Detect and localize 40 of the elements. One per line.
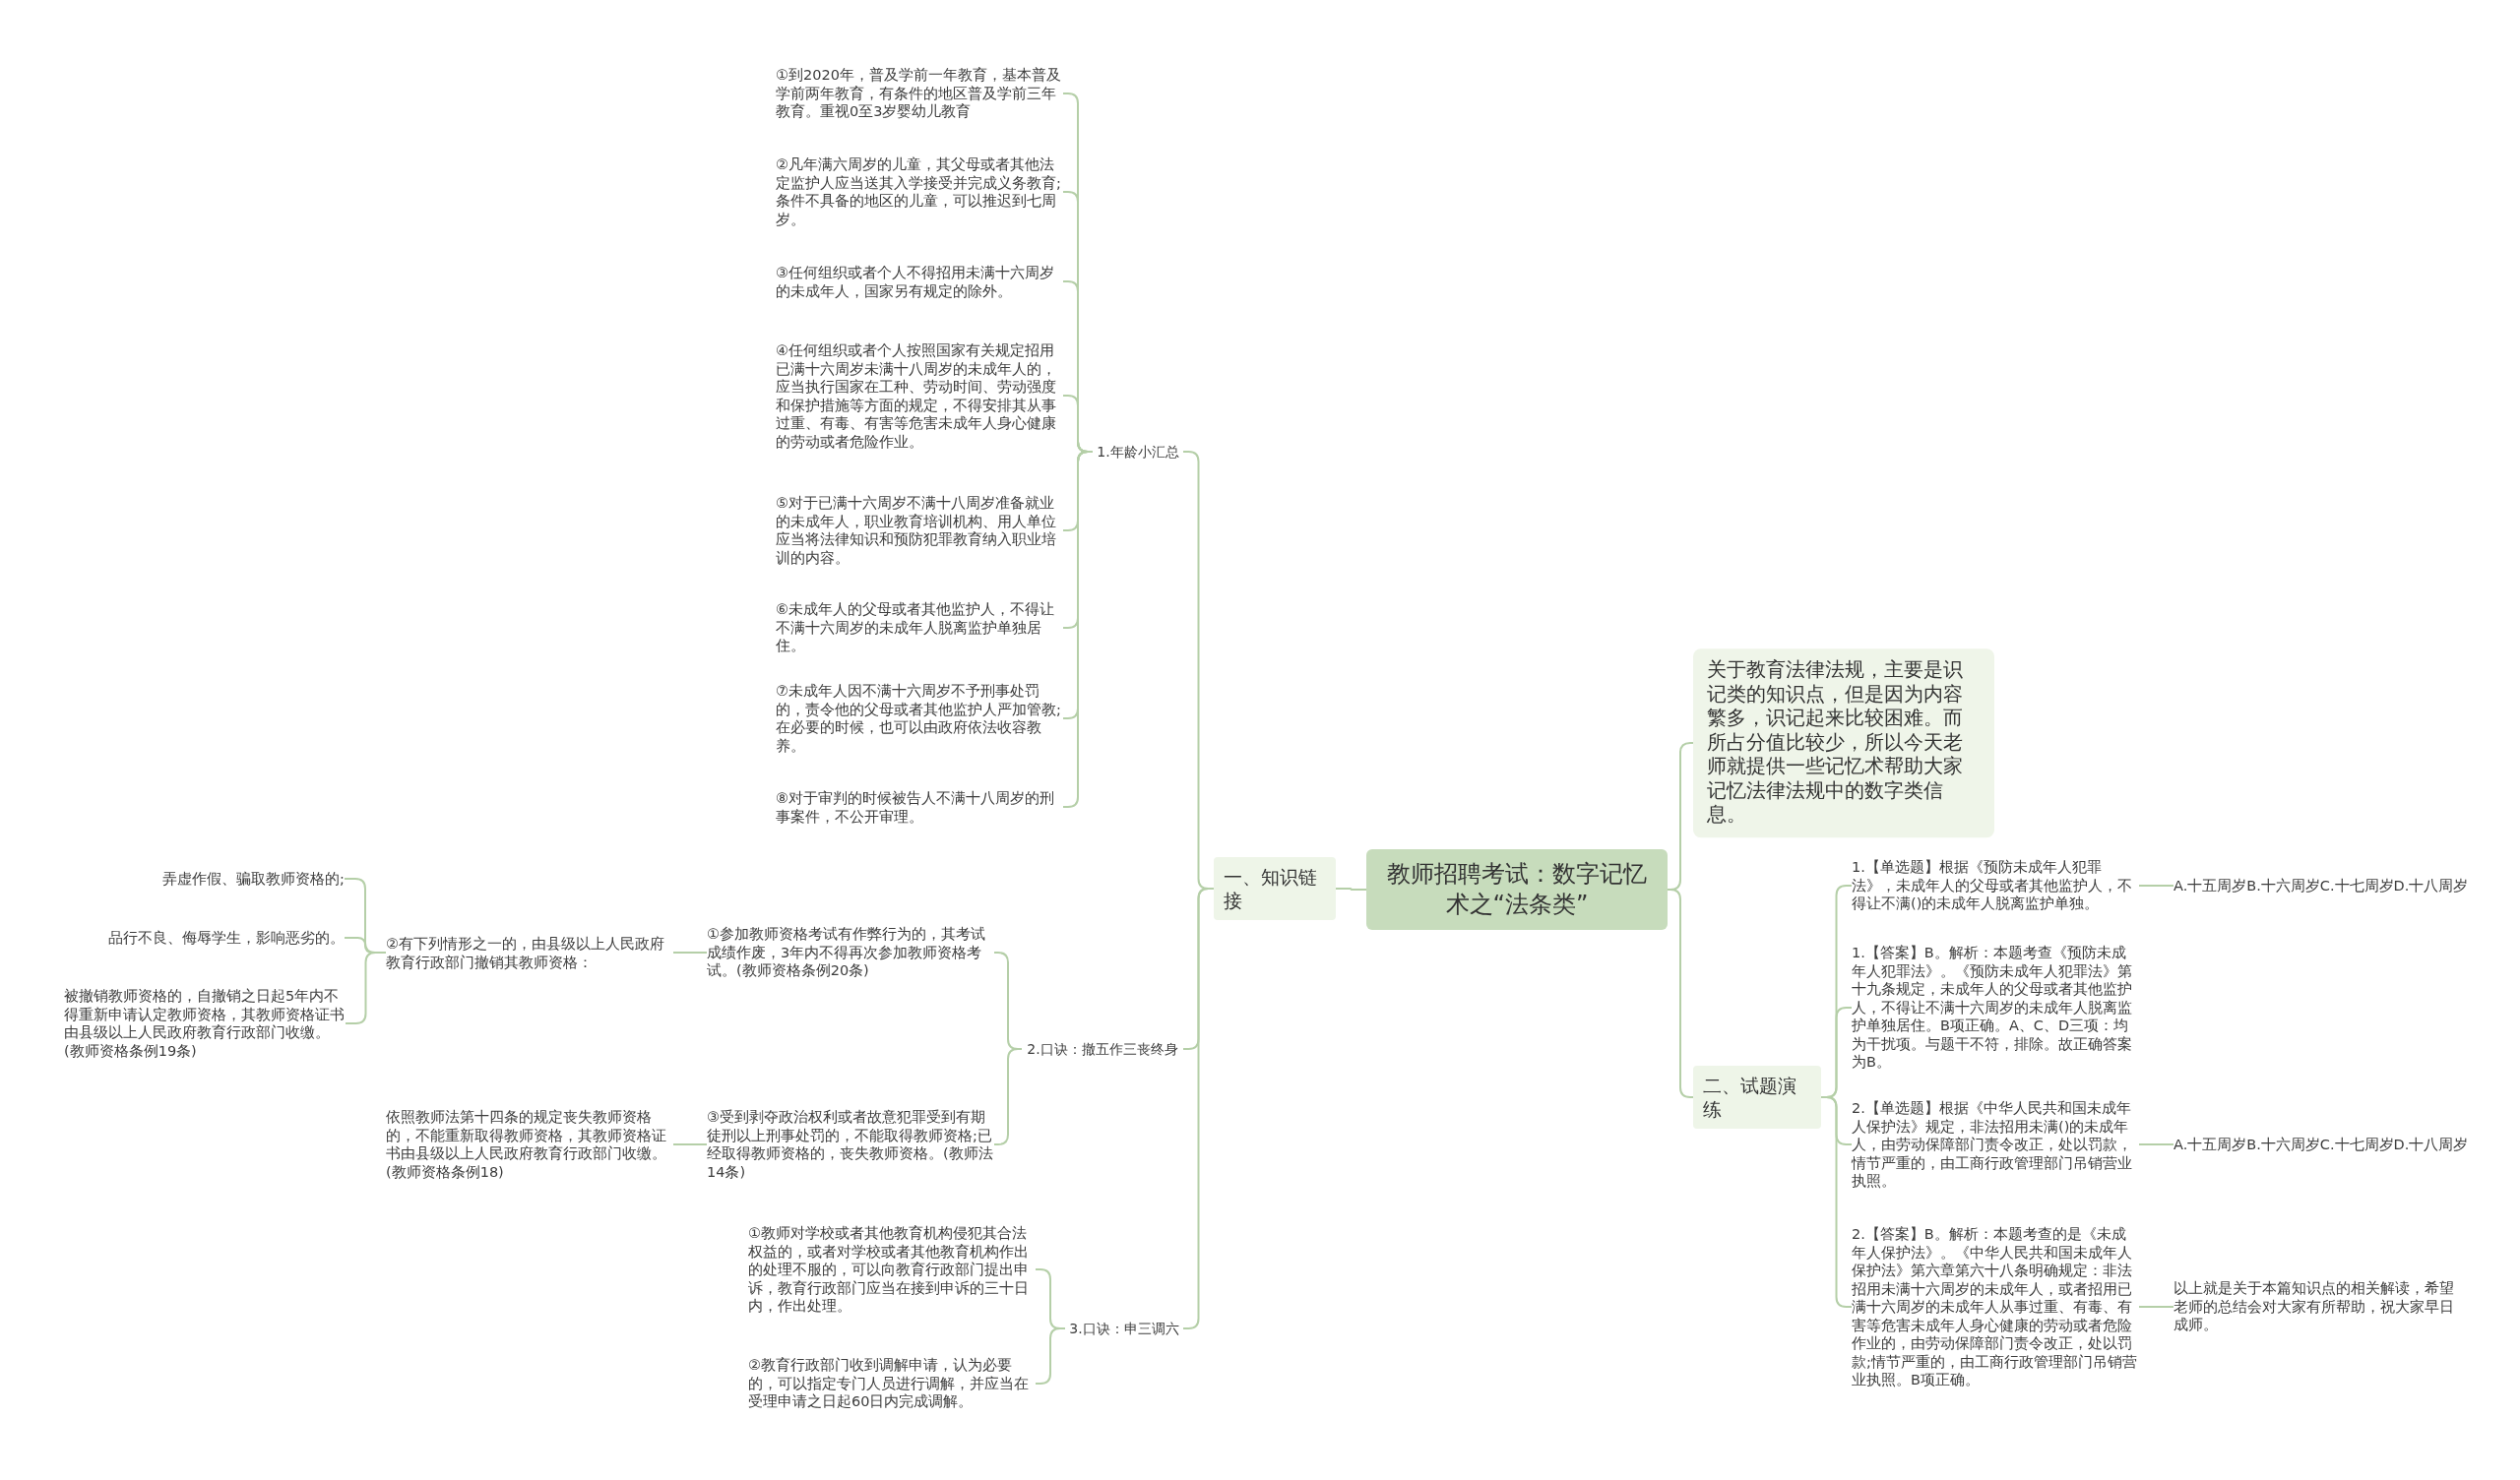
note-text: 被撤销教师资格的，自撤销之日起5年内不得重新申请认定教师资格，其教师资格证书由县级以上人民政府教育行政部门收缴。(教师资格条例19条) xyxy=(64,987,346,1060)
connector-line xyxy=(993,1048,1023,1145)
connector-line xyxy=(1035,1327,1066,1385)
note-text: 依照教师法第十四条的规定丧失教师资格的，不能重新取得教师资格，其教师资格证书由县级以上人民政府教育行政部门收缴。(教师资格条例18) xyxy=(386,1108,673,1181)
note-text: ⑧对于审判的时候被告人不满十八周岁的刑事案件，不公开审理。 xyxy=(776,788,1063,826)
note-text: 2.【单选题】根据《中华人民共和国未成年人保护法》规定，非法招用未满()的未成年人，由劳动保障部门责令改正，处以罚款，情节严重的，由工商行政管理部门吊销营业执照。 xyxy=(1852,1098,2139,1191)
subtopic-label: 2.口诀：撤五作三丧终身 xyxy=(1022,1040,1183,1058)
note-text: 弄虚作假、骗取教师资格的; xyxy=(138,869,345,889)
connector-line xyxy=(2138,885,2174,887)
connector-line xyxy=(1820,1096,1853,1308)
note-text: ⑦未成年人因不满十六周岁不予刑事处罚的，责令他的父母或者其他监护人严加管教;在必要的时候，也可以由政府依法收容教养。 xyxy=(776,682,1063,755)
branch-box: 一、知识链接 xyxy=(1214,857,1336,920)
note-text: 品行不良、侮辱学生，影响恶劣的。 xyxy=(108,928,345,948)
note-text: ②凡年满六周岁的儿童，其父母或者其他法定监护人应当送其入学接受并完成义务教育;条件不具备的地区的儿童，可以推迟到七周岁。 xyxy=(776,155,1063,228)
intro-box: 关于教育法律法规，主要是识记类的知识点，但是因为内容繁多，识记起来比较困难。而所占分值比较少，所以今天老师就提供一些记忆术帮助大家记忆法律法规中的数字类信息。 xyxy=(1693,648,1994,837)
note-text: ①参加教师资格考试有作弊行为的，其考试成绩作废，3年内不得再次参加教师资格考试。(教师资格条例20条) xyxy=(707,925,994,980)
connector-line xyxy=(672,952,708,954)
options-text: A.十五周岁B.十六周岁C.十七周岁D.十八周岁 xyxy=(2174,876,2469,895)
branch-box: 二、试题演练 xyxy=(1693,1066,1821,1129)
connector-line xyxy=(1335,888,1367,891)
connector-line xyxy=(2138,1306,2174,1308)
connector-line xyxy=(2138,1143,2174,1145)
subtopic-label: 3.口诀：申三调六 xyxy=(1065,1320,1183,1337)
note-text: ①到2020年，普及学前一年教育，基本普及学前两年教育，有条件的地区普及学前三年教育。重视0至3岁婴幼儿教育 xyxy=(776,66,1063,121)
note-text: ③任何组织或者个人不得招用未满十六周岁的未成年人，国家另有规定的除外。 xyxy=(776,263,1063,300)
note-text: 以上就是关于本篇知识点的相关解读，希望老师的总结会对大家有所帮助，祝大家早日成师。 xyxy=(2174,1279,2463,1334)
note-text: ②教育行政部门收到调解申请，认为必要的，可以指定专门人员进行调解，并应当在受理申请之日起60日内完成调解。 xyxy=(748,1356,1036,1411)
options-text: A.十五周岁B.十六周岁C.十七周岁D.十八周岁 xyxy=(2174,1135,2469,1154)
note-text: 2.【答案】B。解析：本题考查的是《未成年人保护法》。《中华人民共和国未成年人保护法》第六章第六十八条明确规定：非法招用未满十六周岁的未成年人，或者招用已满十六周岁的未成年人从事过重、有毒、有害等危害未成年人身心健康的劳动或者危险作业的，由劳动保障部门责令改正，处以罚款;情节严重的，由工商行政管理部门吊销营业执照。B项正确。 xyxy=(1852,1224,2139,1389)
note-text: 1.【答案】B。解析：本题考查《预防未成年人犯罪法》。《预防未成年人犯罪法》第十九条规定，未成年人的父母或者其他监护人，不得让不满十六周岁的未成年人脱离监护单独居住。B项正确。A、C、D三项：均为干扰项。与题干不符，排除。故正确答案为B。 xyxy=(1852,944,2139,1072)
note-text: 1.【单选题】根据《预防未成年人犯罪法》，未成年人的父母或者其他监护人，不得让不满()的未成年人脱离监护单独。 xyxy=(1852,858,2139,913)
central-topic-box: 教师招聘考试：数字记忆术之“法条类” xyxy=(1366,849,1668,930)
note-text: ⑤对于已满十六周岁不满十八周岁准备就业的未成年人，职业教育培训机构、用人单位应当将法律知识和预防犯罪教育纳入职业培训的内容。 xyxy=(776,494,1063,567)
note-text: ②有下列情形之一的，由县级以上人民政府教育行政部门撤销其教师资格： xyxy=(386,934,673,971)
note-text: ⑥未成年人的父母或者其他监护人，不得让不满十六周岁的未成年人脱离监护单独居住。 xyxy=(776,600,1063,655)
note-text: ④任何组织或者个人按照国家有关规定招用已满十六周岁未满十八周岁的未成年人的，应当执行国家在工种、劳动时间、劳动强度和保护措施等方面的规定，不得安排其从事过重、有毒、有害等危害未成年人身心健康的劳动或者危险作业。 xyxy=(776,340,1063,451)
connector-line xyxy=(672,1143,708,1145)
note-text: ③受到剥夺政治权利或者故意犯罪受到有期徒刑以上刑事处罚的，不能取得教师资格;已经取得教师资格的，丧失教师资格。(教师法14条) xyxy=(707,1108,994,1181)
subtopic-label: 1.年龄小汇总 xyxy=(1093,443,1183,461)
note-text: ①教师对学校或者其他教育机构侵犯其合法权益的，或者对学校或者其他教育机构作出的处理不服的，可以向教育行政部门提出申诉，教育行政部门应当在接到申诉的三十日内，作出处理。 xyxy=(748,1223,1036,1316)
